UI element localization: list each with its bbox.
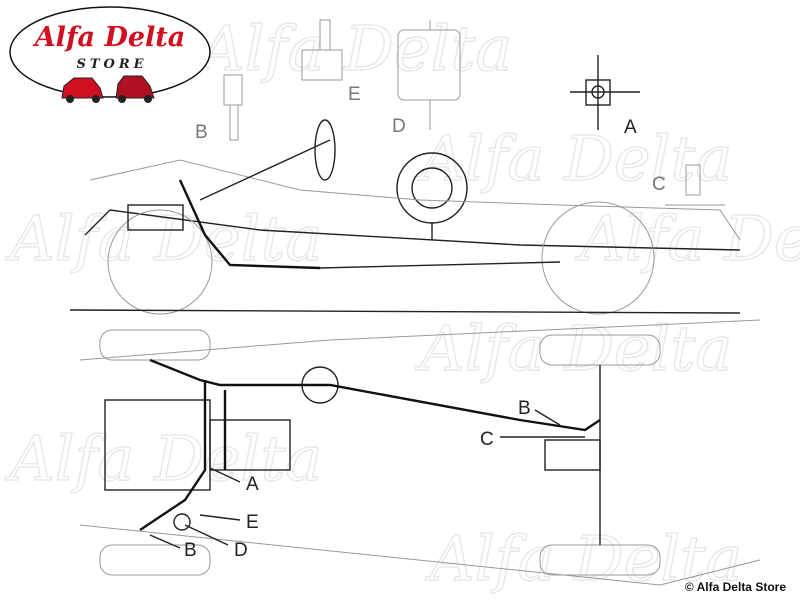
- car-icon: [115, 75, 155, 103]
- detail-label-c: C: [652, 174, 666, 195]
- detail-label-b: B: [195, 122, 208, 143]
- watermark-layer: Alfa Delta Alfa Delta Alfa Delta Alfa De…: [4, 11, 800, 595]
- watermark: Alfa Delta: [5, 202, 322, 275]
- callout-e: E: [246, 512, 259, 533]
- detail-a-valve: [570, 55, 640, 130]
- watermark: Alfa Delta: [415, 122, 732, 195]
- callout-b-top: B: [518, 398, 531, 419]
- logo-subtitle: STORE: [76, 57, 147, 72]
- detail-d-reservoir: [397, 20, 461, 130]
- detail-e: [301, 19, 343, 81]
- callout-a: A: [246, 474, 259, 495]
- detail-b: [223, 74, 243, 141]
- side-view-car: [69, 119, 741, 315]
- callout-d: D: [234, 540, 248, 561]
- detail-c: [665, 164, 725, 206]
- detail-label-d: D: [392, 116, 406, 137]
- copyright-notice: © Alfa Delta Store: [684, 580, 786, 594]
- car-icon: [61, 77, 104, 103]
- watermark: Alfa Delta: [5, 422, 322, 495]
- detail-label-a: A: [624, 117, 637, 138]
- watermark: Alfa Delta: [425, 522, 742, 595]
- watermark: Alfa Delta: [575, 202, 800, 275]
- plan-view-chassis: [79, 319, 761, 586]
- watermark: Alfa Delta: [415, 312, 732, 385]
- detail-label-e: E: [348, 84, 361, 105]
- callout-lines: [149, 409, 585, 549]
- alfa-delta-store-logo: Alfa Delta STORE: [9, 6, 211, 103]
- detail-d-servo: [396, 152, 468, 240]
- watermark: Alfa Delta: [195, 12, 512, 85]
- callout-c: C: [480, 429, 494, 450]
- logo-title: Alfa Delta: [32, 22, 186, 53]
- callout-b-bottom: B: [184, 540, 197, 561]
